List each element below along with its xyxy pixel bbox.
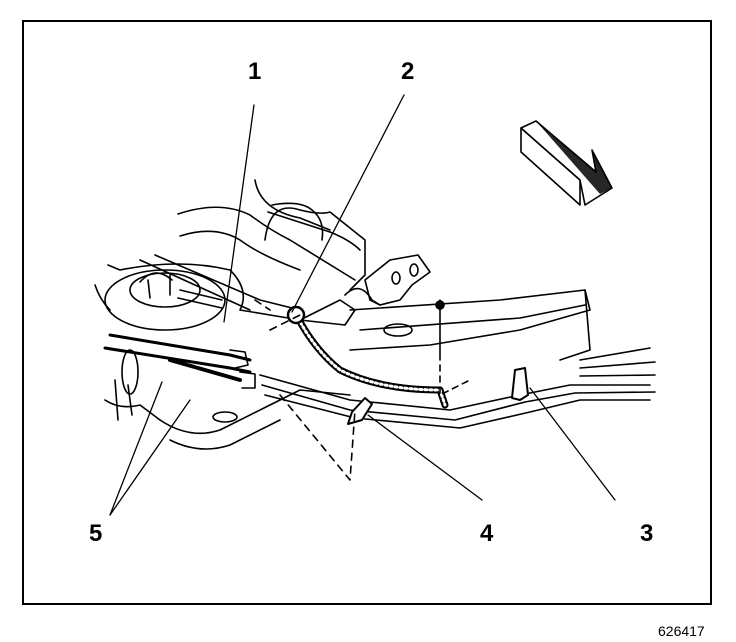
callout-leader-lines <box>109 94 616 516</box>
callout-4: 4 <box>480 520 494 547</box>
front-direction-arrow-icon <box>520 120 613 206</box>
callout-2: 2 <box>401 58 415 85</box>
vehicle-floor-outline <box>94 179 656 481</box>
callout-5: 5 <box>89 520 103 547</box>
diagram-frame <box>22 20 712 605</box>
callout-3: 3 <box>640 520 654 547</box>
callout-1: 1 <box>248 58 262 85</box>
figure-id: 626417 <box>658 623 705 639</box>
